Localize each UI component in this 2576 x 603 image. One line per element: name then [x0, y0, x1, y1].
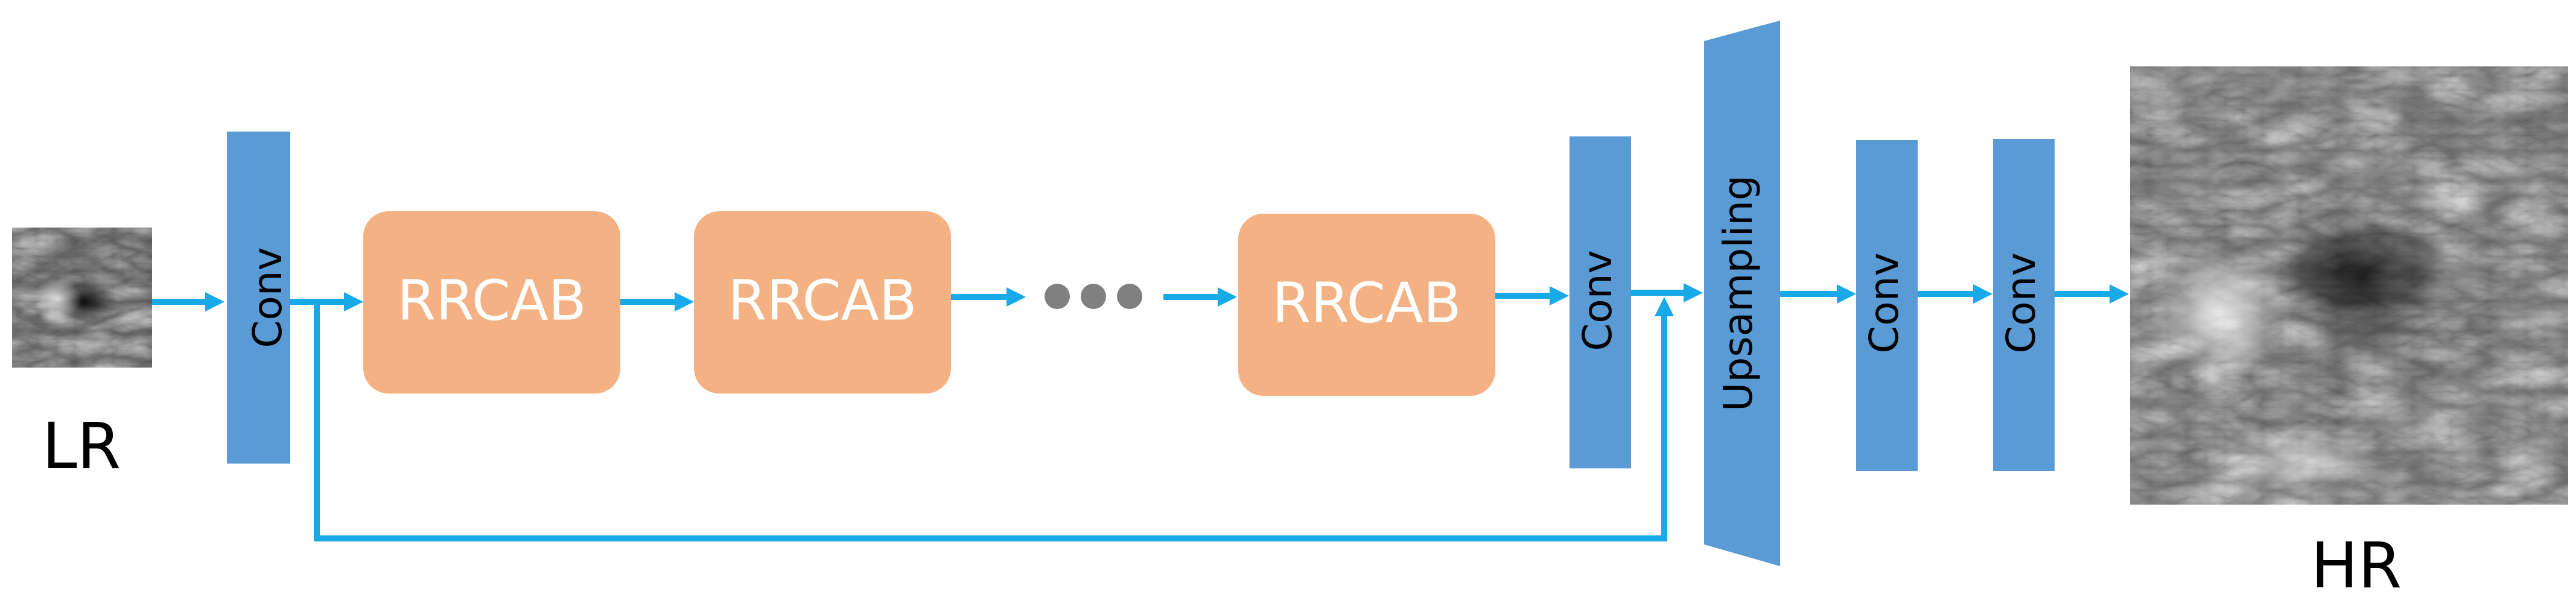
rrcab-block-2: RRCAB [694, 211, 951, 394]
conv-block-4: Conv [1993, 139, 2055, 471]
rrcab-block-1: RRCAB [363, 211, 620, 394]
conv-label-1: Conv [244, 247, 291, 348]
lr-image [12, 228, 152, 368]
arrow-dots-to-rrcab-3 [1163, 287, 1237, 307]
arrow-conv-to-rrcab-1 [290, 292, 363, 311]
arrow-conv-to-hr [2055, 284, 2129, 304]
arrow-rrcab-1-to-2 [620, 292, 694, 311]
hr-label: HR [2311, 529, 2402, 602]
conv-label-2: Conv [1574, 250, 1621, 351]
rrcab-block-3: RRCAB [1238, 214, 1495, 396]
conv-label-3: Conv [1861, 252, 1907, 353]
skip-connection [314, 297, 1674, 541]
conv-label-4: Conv [1998, 252, 2044, 353]
arrow-rrcab-2-to-dots [951, 287, 1026, 307]
upsampling-label: Upsampling [1715, 175, 1761, 412]
conv-block-1: Conv [227, 132, 291, 464]
ellipsis-dots [1045, 284, 1142, 309]
conv-block-2: Conv [1569, 136, 1631, 468]
lr-label: LR [42, 409, 121, 483]
arrow-conv-to-upsampling [1631, 283, 1703, 302]
rrcab-label-2: RRCAB [728, 268, 917, 333]
upsampling-block: Upsampling [1704, 21, 1780, 566]
rrcab-label-1: RRCAB [397, 268, 587, 333]
conv-block-3: Conv [1856, 140, 1918, 471]
arrow-lr-to-conv [152, 292, 224, 311]
hr-image [2130, 66, 2568, 505]
rrcab-label-3: RRCAB [1272, 270, 1461, 335]
arrow-upsampling-to-conv [1780, 284, 1856, 304]
arrow-conv-3-to-4 [1918, 284, 1992, 304]
arrow-rrcab-3-to-conv [1495, 286, 1569, 305]
